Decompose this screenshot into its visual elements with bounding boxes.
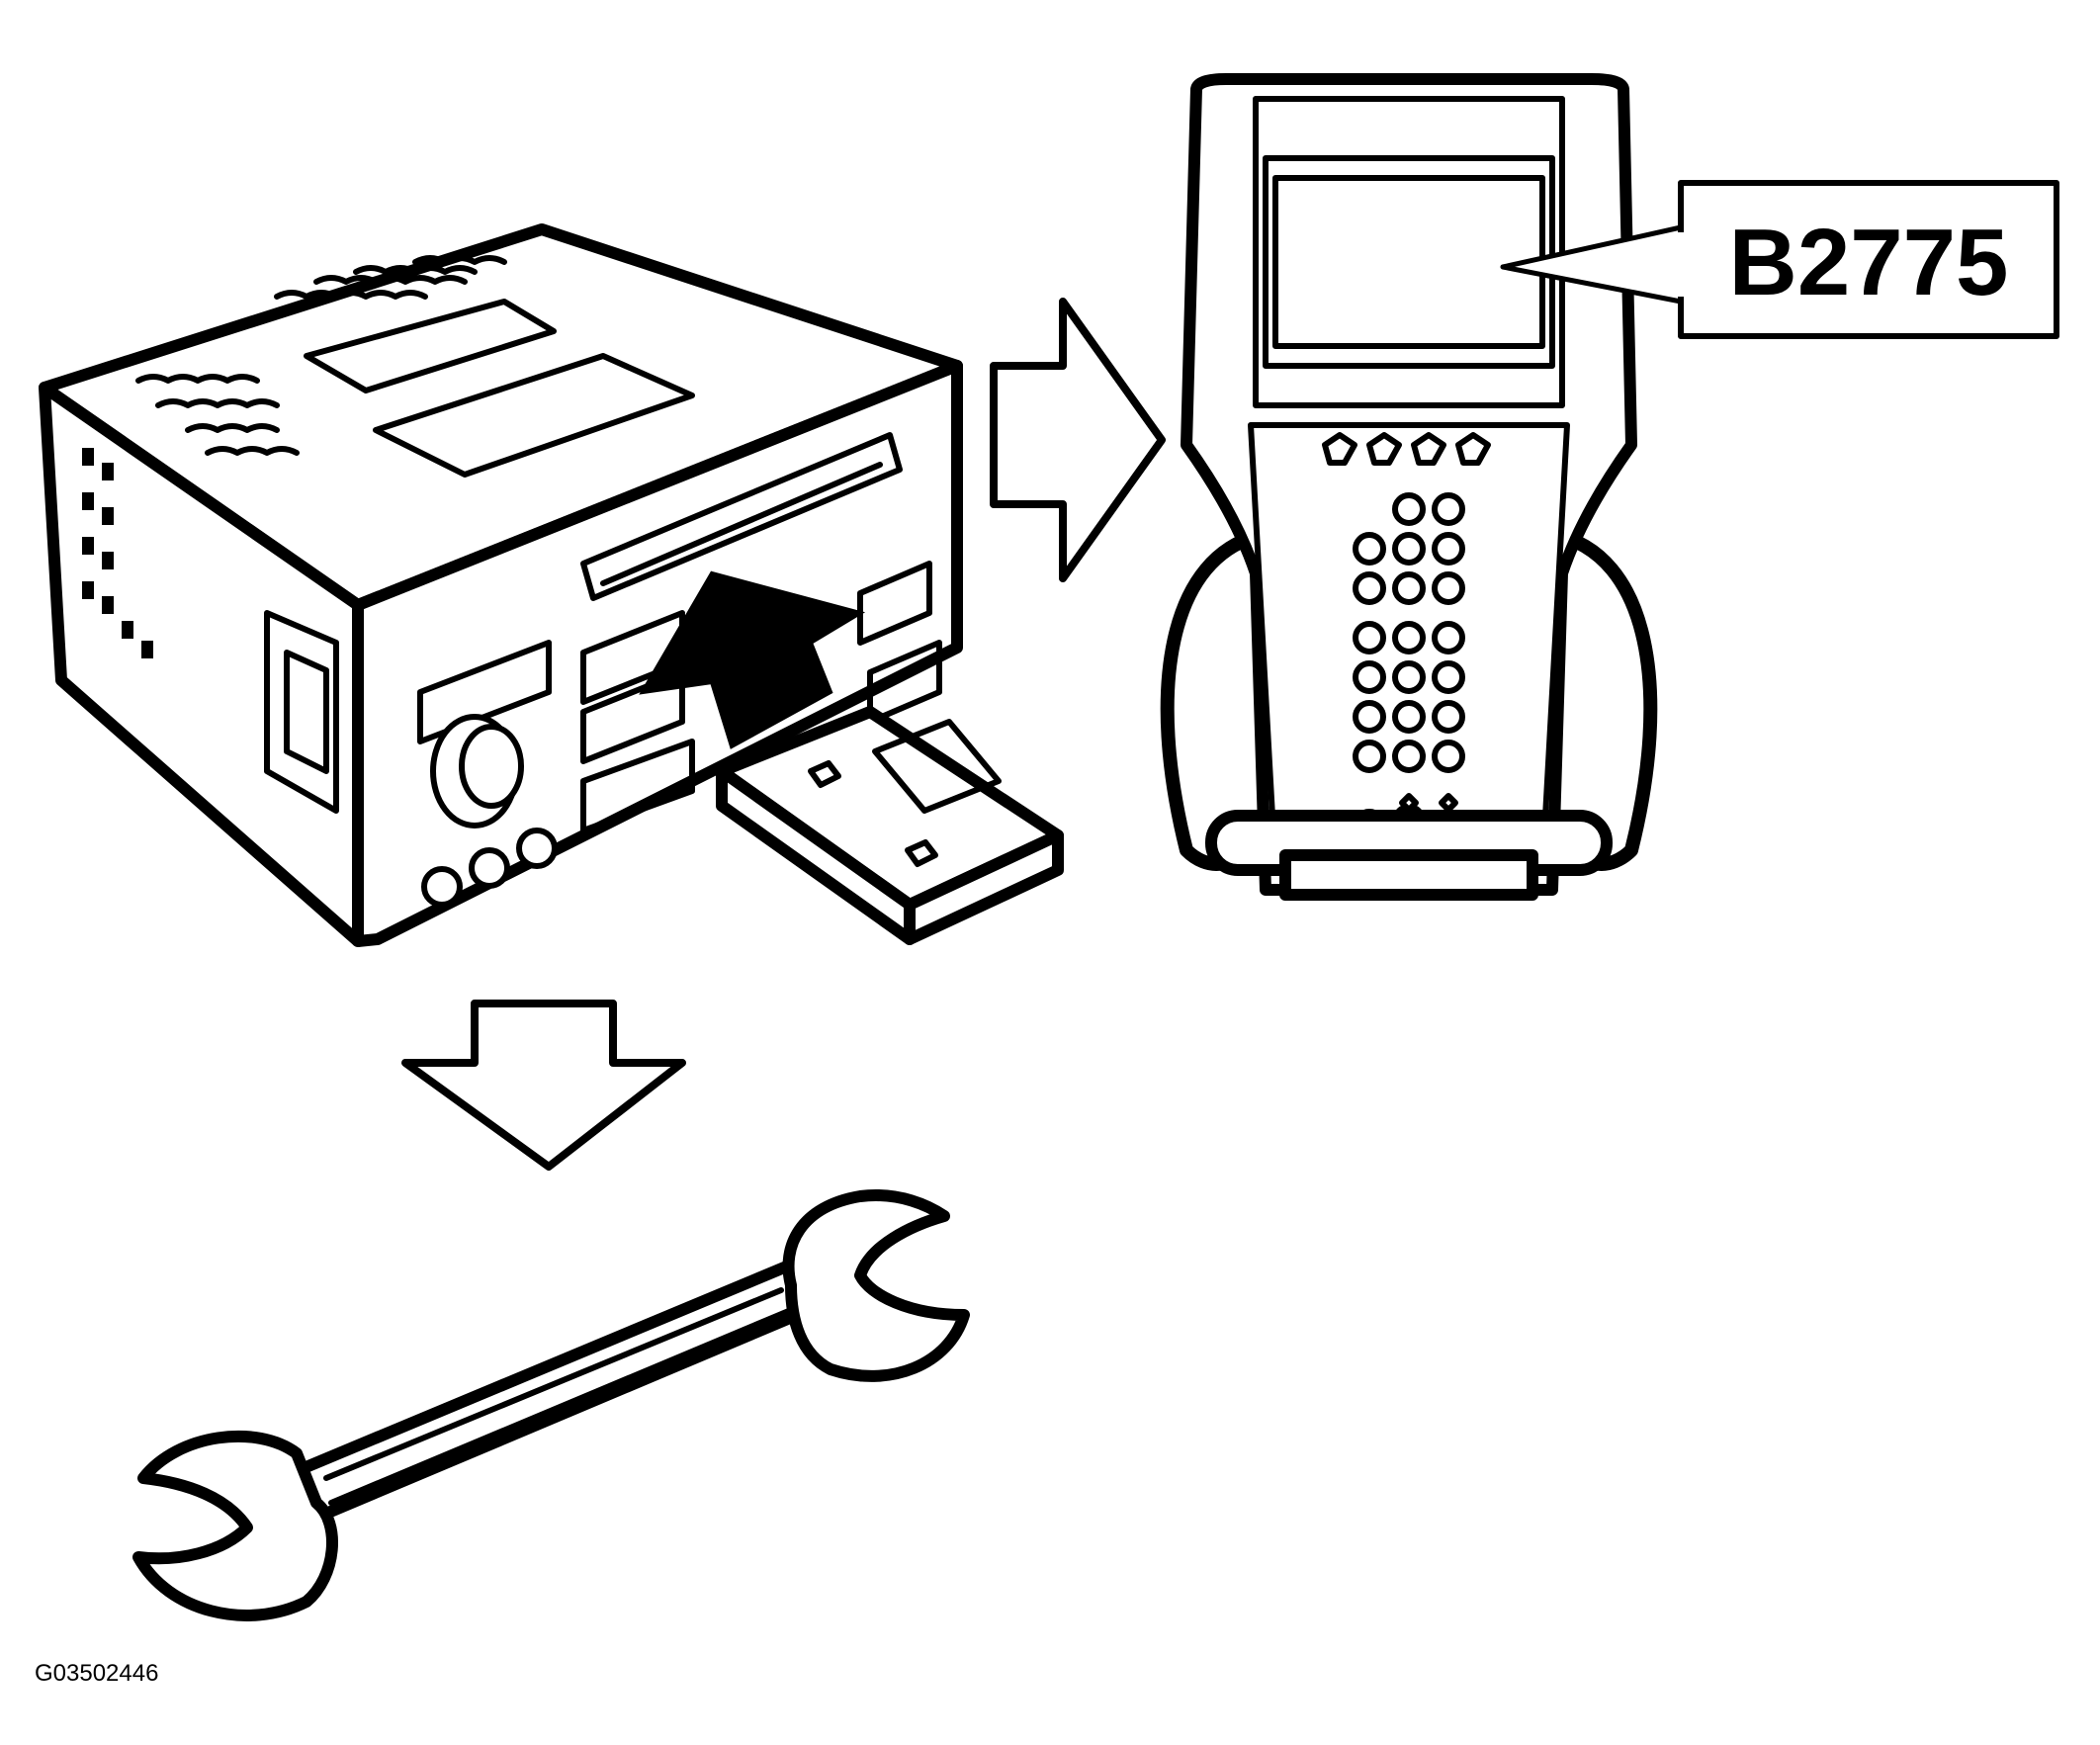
- dtc-callout-box: [1678, 180, 2059, 339]
- dtc-code-label: B2775: [1729, 210, 2009, 315]
- car-radio-cassette-icon: [39, 223, 963, 947]
- hollow-right-arrow-icon: [990, 298, 1166, 582]
- figure-id-label: G03502446: [35, 1660, 158, 1687]
- dtc-callout: B2775: [1500, 180, 2059, 339]
- cassette-tape-icon: [716, 706, 1064, 945]
- hollow-down-arrow-icon: [401, 1000, 686, 1171]
- black-insert-arrow-icon: [639, 570, 866, 749]
- handheld-scan-tool-icon: [1160, 73, 1658, 901]
- open-end-wrench-icon: [132, 1189, 970, 1621]
